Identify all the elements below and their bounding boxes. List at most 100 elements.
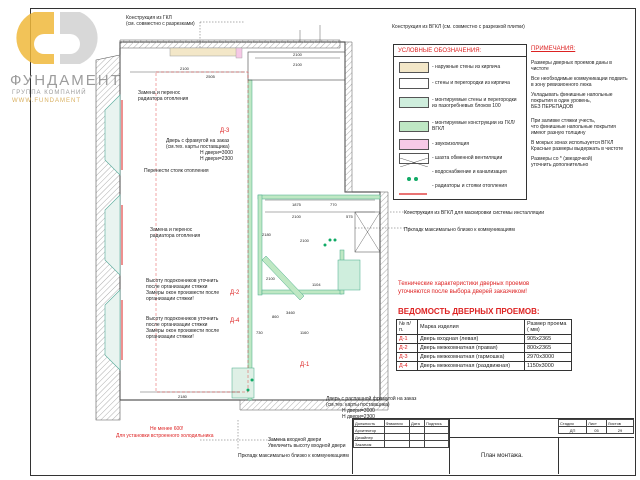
plan-label: Для установки встроенного холодильника <box>116 433 214 439</box>
logo-subtitle: ГРУППА КОМПАНИЙ <box>12 90 87 96</box>
dimension: 2100 <box>300 238 309 243</box>
plan-label: H двери=2300 <box>342 414 375 420</box>
plan-label: Замеры окон произвести после <box>146 290 220 296</box>
door-code: Д-4 <box>396 361 418 371</box>
interior-walls <box>247 79 381 401</box>
note-line: Размеры дверных проемов даны в <box>531 60 612 66</box>
plan-label: Высоту подоконников уточнить <box>146 316 219 322</box>
plan-label: Конструкция из ВГКЛ (см. совместно с раз… <box>392 24 525 30</box>
door-code: Д-1 <box>396 334 418 344</box>
plan-label: H двери=2300 <box>200 156 233 162</box>
tech-note-line: Технические характеристики дверных проем… <box>398 281 530 287</box>
radiator-icon <box>399 183 427 195</box>
dimension: 730 <box>256 330 263 335</box>
dimension: 2100 <box>180 66 189 71</box>
plan-label: радиатора отопления <box>150 233 201 239</box>
notes-title: ПРИМЕЧАНИЯ: <box>531 46 576 52</box>
note-line: БЕЗ ПЕРЕПАДОВ <box>531 104 574 110</box>
dimension: 1875 <box>292 202 301 207</box>
sheet-header: Лист <box>586 419 607 427</box>
legend-label: - радиаторы и стояки отопления <box>432 183 507 189</box>
plan-label: (см.тех. карты поставщика) <box>166 144 230 150</box>
note-line: в зону ревизионного люка <box>531 82 592 88</box>
table-row: Д-3 Дверь межкомнатная (гармошка) 2970х3… <box>396 352 572 362</box>
dimension: 1160 <box>300 330 309 335</box>
stamp-label: Заказчик <box>353 440 385 448</box>
door-name: Дверь межкомнатная (правая) <box>417 343 525 353</box>
door-size: 800х2365 <box>524 343 572 353</box>
plan-label: Дверь с распашной фрамугой на заказ <box>326 396 417 402</box>
dimension: 770 <box>330 202 337 207</box>
stamp-label: Дизайнер <box>353 433 385 441</box>
plan-label: Замеры окон произвести после <box>146 328 220 334</box>
note-line: что финишные напольные покрытия <box>531 124 616 130</box>
bay-windows <box>104 94 121 371</box>
drawing-title: План монтажа. <box>481 453 523 459</box>
plan-label: Высоту подоконников уточнить <box>146 278 219 284</box>
legend-label: - шахта обменной вентиляции <box>432 155 503 161</box>
dimension: 860 <box>272 314 279 319</box>
legend-label: - наружные стены из кирпича <box>432 64 501 70</box>
title-block: Должность Фамилия Дата Подпись Архитекто… <box>352 418 635 474</box>
plan-label: Не менее 600! <box>150 426 184 432</box>
door-name: Дверь межкомнатная (раздвижная) <box>417 361 525 371</box>
header-cell: Размер проема ( мм) <box>524 319 572 335</box>
plan-label: (см. совместно с разрезками) <box>126 21 195 27</box>
plan-label: (см.тех. карты поставщика) <box>326 402 390 408</box>
note-line: покрытия в один уровень, <box>531 98 591 104</box>
dimension: 2180 <box>262 232 271 237</box>
stamp-label: Архитектор <box>353 426 385 434</box>
plan-label: после организации стяжки <box>146 284 208 290</box>
plan-label: Замена и перенос <box>150 227 193 233</box>
legend-swatch <box>399 62 429 73</box>
sheet-value: 05 <box>586 426 607 434</box>
vent-shaft-icon <box>399 153 429 168</box>
plan-label: H двери=3000 <box>342 408 375 414</box>
header-cell: Марка изделия <box>417 319 525 335</box>
note-line: чистоте <box>531 66 549 72</box>
dimension: 2100 <box>293 62 302 67</box>
sheet-value: 29 <box>605 426 635 434</box>
table-row: Д-4 Дверь межкомнатная (раздвижная) 1150… <box>396 361 572 371</box>
legend-label: - монтируемые конструкции из ГКЛ/ВГКЛ <box>432 120 515 132</box>
sheet-info: Стадия Лист Листов ДП 05 29 <box>557 419 635 434</box>
legend-swatch <box>399 139 429 150</box>
plan-label: Конструкция из ГКЛ <box>126 15 172 21</box>
plan-label: организации стяжки! <box>146 334 194 340</box>
plan-label: Пркладк максимально близко к коммуникаци… <box>404 227 515 233</box>
plan-label: Пркладк максимально близко к коммуникаци… <box>238 453 349 459</box>
door-tag: Д-3 <box>220 128 230 134</box>
door-size: 2970х3000 <box>524 352 572 362</box>
stamp-label: Дата <box>408 419 426 427</box>
door-name: Дверь входная (левая) <box>417 334 525 344</box>
legend-swatch <box>399 97 429 108</box>
door-tag: Д-1 <box>300 362 310 368</box>
logo-brand: ФУНДАМЕНТ <box>10 72 122 89</box>
stamp-label: Должность <box>353 419 385 427</box>
note-line: уточнить дополнительно <box>531 162 589 168</box>
door-code: Д-3 <box>396 352 418 362</box>
stamp-label: Подпись <box>424 419 449 427</box>
door-size: 1150х3000 <box>524 361 572 371</box>
legend-label: - стены и перегородки из кирпича <box>432 80 510 86</box>
door-size: 905х2365 <box>524 334 572 344</box>
plan-label: H двери=3000 <box>200 150 233 156</box>
note-line: Красные размеры выдержать в чистоте <box>531 146 624 152</box>
stamp-label: Фамилия <box>383 419 411 427</box>
plumbing-icon <box>406 169 420 181</box>
plan-label: Увеличить высоту входной двери <box>268 443 346 449</box>
dimension: 2505 <box>206 74 215 79</box>
door-table: № п/п. Марка изделия Размер проема ( мм)… <box>396 319 572 371</box>
sheet-header: Листов <box>605 419 635 427</box>
stamp-grid: Должность Фамилия Дата Подпись Архитекто… <box>353 419 449 448</box>
dimension: 1104 <box>312 282 321 287</box>
dimension: 3460 <box>286 310 295 315</box>
plan-label: Дверь с фрамугой на заказ <box>166 138 230 144</box>
door-tag: Д-4 <box>230 318 240 324</box>
door-table-header: № п/п. Марка изделия Размер проема ( мм) <box>396 319 572 335</box>
note-line: В мокрых зонах используется ВГКЛ <box>531 140 614 146</box>
note-line: Размеры со * (звездочкой) <box>531 156 593 162</box>
plan-label: Замена входной двери <box>268 437 322 443</box>
legend-swatch <box>399 121 429 132</box>
